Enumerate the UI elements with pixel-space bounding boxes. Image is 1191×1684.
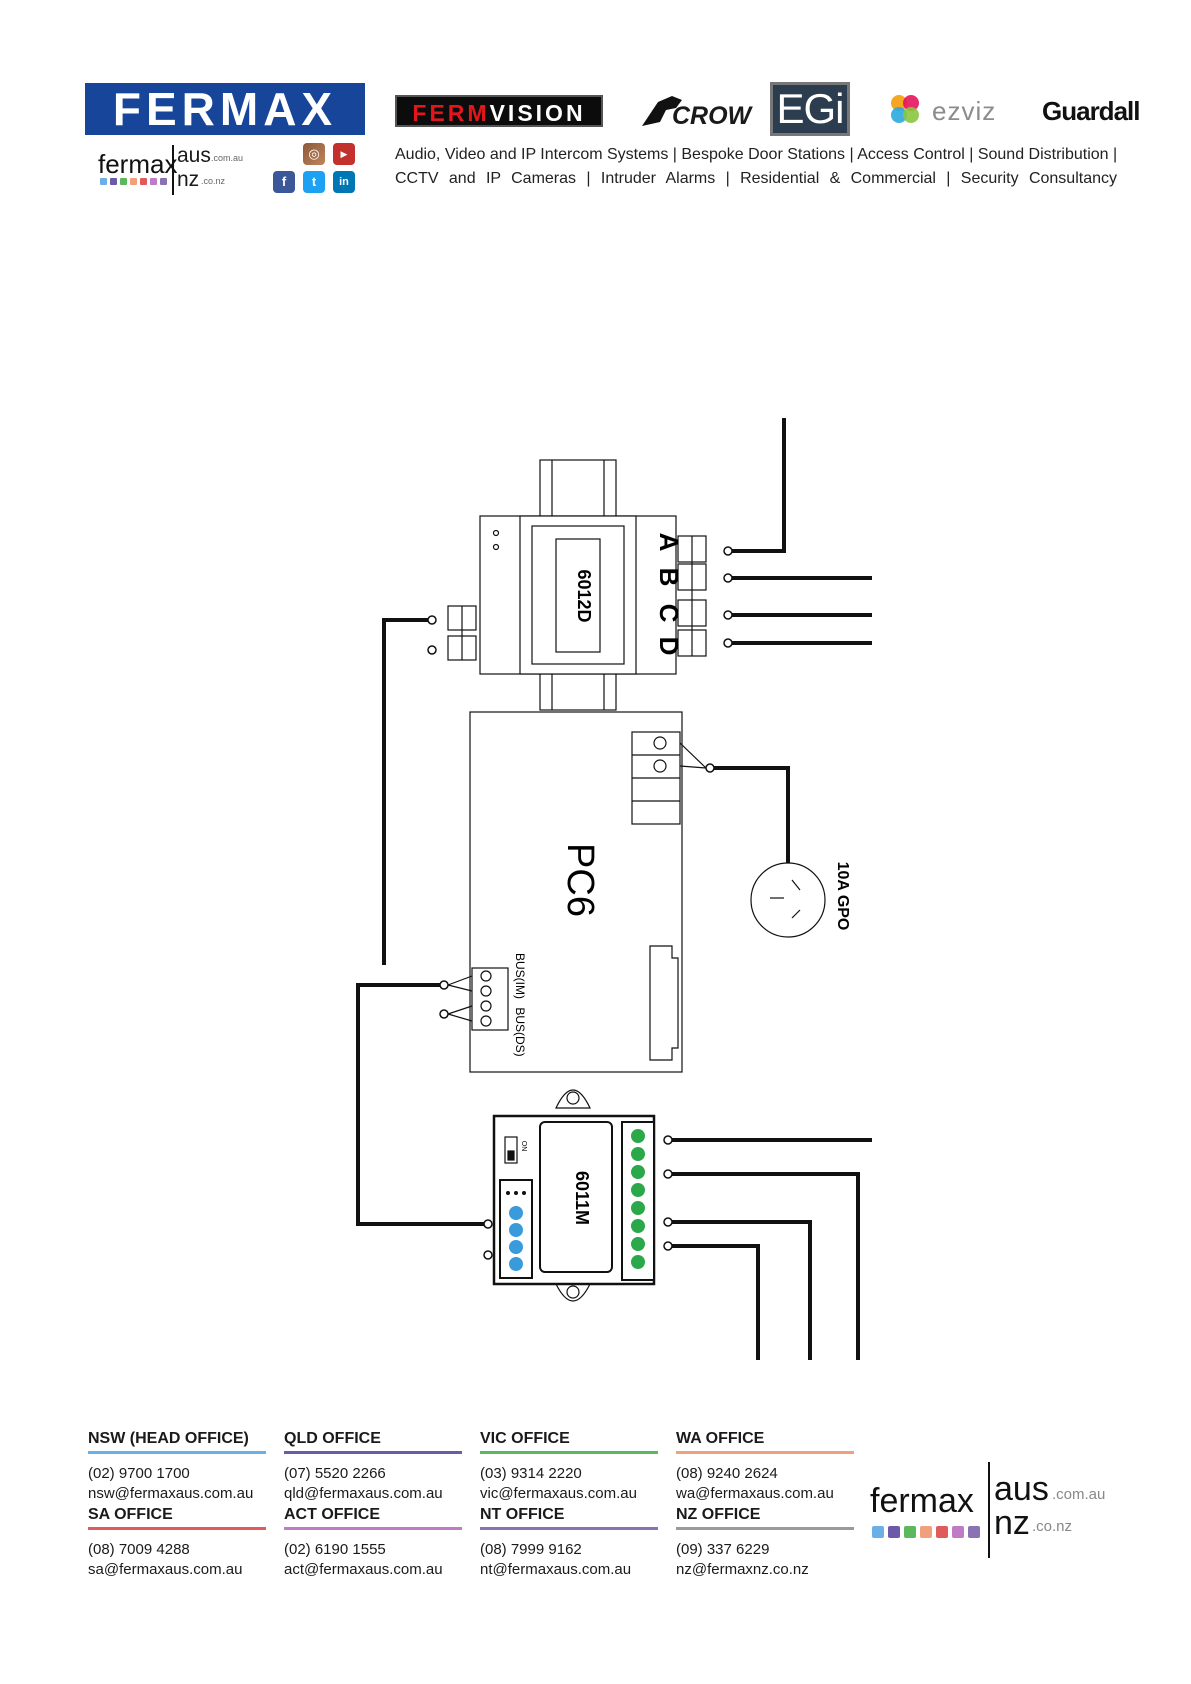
office-rule [88, 1527, 266, 1530]
office-wa: WA OFFICE (08) 9240 2624 wa@fermaxaus.co… [676, 1430, 854, 1504]
fermaxaus-mini-logo: fermax aus .com.au nz .co.nz [98, 144, 258, 195]
footer-brand-aus: aus [994, 1470, 1049, 1508]
office-phone[interactable]: (09) 337 6229 [676, 1541, 770, 1558]
terminal-b-label: B [654, 568, 684, 587]
office-email[interactable]: nz@fermaxnz.co.nz [676, 1561, 809, 1578]
office-act: ACT OFFICE (02) 6190 1555 act@fermaxaus.… [284, 1506, 462, 1580]
footer-brand-nz: nz [994, 1504, 1030, 1542]
crow-logo-text: CROW [672, 102, 752, 130]
fermax-logo: FERMAX [85, 83, 365, 135]
office-email[interactable]: nsw@fermaxaus.com.au [88, 1485, 254, 1502]
office-phone[interactable]: (02) 6190 1555 [284, 1541, 386, 1558]
egi-logo: EGi [770, 82, 850, 136]
fermaxaus-footer-logo: fermax aus .com.au nz .co.nz [870, 1462, 1120, 1562]
guardall-logo: Guardall [1042, 96, 1140, 126]
office-rule [480, 1527, 658, 1530]
module-6012d [447, 515, 707, 675]
office-name: NZ OFFICE [676, 1506, 761, 1523]
office-phone[interactable]: (02) 9700 1700 [88, 1465, 190, 1482]
office-name: QLD OFFICE [284, 1430, 381, 1447]
office-phone[interactable]: (03) 9314 2220 [480, 1465, 582, 1482]
fermvision-logo-ferm: FERM [412, 100, 490, 126]
office-phone[interactable]: (08) 7999 9162 [480, 1541, 582, 1558]
gpo-label: 10A GPO [834, 862, 851, 931]
office-rule [480, 1451, 658, 1454]
fermvision-logo: FERMVISION [395, 95, 603, 127]
office-qld: QLD OFFICE (07) 5520 2266 qld@fermaxaus.… [284, 1430, 462, 1504]
footer-brand-nz-tld: .co.nz [1032, 1518, 1073, 1535]
office-name: ACT OFFICE [284, 1506, 380, 1523]
bus-im-label: BUS(IM) [513, 953, 527, 999]
office-name: WA OFFICE [676, 1430, 765, 1447]
mini-brand-word: fermax [98, 149, 178, 179]
tagline-line-1: Audio, Video and IP Intercom Systems | B… [395, 146, 1118, 163]
footer-brand-aus-tld: .com.au [1052, 1486, 1106, 1503]
footer-brand-word: fermax [870, 1482, 974, 1520]
ezviz-flower-icon [888, 92, 922, 126]
office-name: NSW (HEAD OFFICE) [88, 1430, 249, 1447]
office-rule [676, 1527, 854, 1530]
terminal-d-label: D [654, 637, 684, 656]
twitter-icon[interactable]: t [303, 171, 325, 193]
fermvision-logo-vision: VISION [489, 100, 586, 126]
module-6011m-terminals [506, 1129, 645, 1271]
youtube-icon[interactable]: ▶ [333, 143, 355, 165]
power-supply-label: PC6 [559, 843, 601, 917]
facebook-icon[interactable]: f [273, 171, 295, 193]
mini-brand-aus: aus [177, 144, 211, 167]
gpo-outlet [750, 862, 826, 938]
mini-brand-divider [172, 145, 174, 195]
module-6011m-label: 6011M [572, 1171, 592, 1225]
wires [356, 418, 872, 1360]
mini-brand-nz-tld: .co.nz [201, 176, 226, 186]
tagline-line-2: CCTV and IP Cameras | Intruder Alarms | … [395, 170, 1117, 187]
office-name: SA OFFICE [88, 1506, 173, 1523]
office-email[interactable]: sa@fermaxaus.com.au [88, 1561, 243, 1578]
office-nsw: NSW (HEAD OFFICE) (02) 9700 1700 nsw@fer… [88, 1430, 266, 1504]
office-email[interactable]: qld@fermaxaus.com.au [284, 1485, 443, 1502]
linkedin-icon[interactable]: in [333, 171, 355, 193]
footer-brand-dots [872, 1526, 980, 1538]
office-phone[interactable]: (08) 9240 2624 [676, 1465, 778, 1482]
office-email[interactable]: vic@fermaxaus.com.au [480, 1485, 637, 1502]
office-name: VIC OFFICE [480, 1430, 570, 1447]
office-rule [284, 1527, 462, 1530]
power-supply-pc6 [469, 711, 683, 1073]
office-phone[interactable]: (07) 5520 2266 [284, 1465, 386, 1482]
instagram-icon[interactable]: ◎ [303, 143, 325, 165]
office-nz: NZ OFFICE (09) 337 6229 nz@fermaxnz.co.n… [676, 1506, 854, 1580]
office-email[interactable]: act@fermaxaus.com.au [284, 1561, 443, 1578]
office-rule [284, 1451, 462, 1454]
office-name: NT OFFICE [480, 1506, 565, 1523]
wire-connectors [427, 546, 733, 1260]
terminal-a-label: A [654, 533, 684, 552]
bus-ds-label: BUS(DS) [513, 1007, 527, 1056]
crow-logo: CROW [638, 90, 752, 134]
mini-brand-nz: nz [177, 168, 200, 191]
mini-brand-aus-tld: .com.au [211, 153, 244, 163]
office-nt: NT OFFICE (08) 7999 9162 nt@fermaxaus.co… [480, 1506, 658, 1580]
terminal-c-label: C [654, 604, 684, 623]
office-email[interactable]: wa@fermaxaus.com.au [676, 1485, 834, 1502]
ezviz-logo-text: ezviz [932, 96, 997, 126]
footer-brand-divider [988, 1462, 990, 1558]
module-6012d-label: 6012D [574, 569, 594, 622]
office-rule [676, 1451, 854, 1454]
office-email[interactable]: nt@fermaxaus.com.au [480, 1561, 632, 1578]
mini-brand-dots [100, 178, 167, 185]
office-vic: VIC OFFICE (03) 9314 2220 vic@fermaxaus.… [480, 1430, 658, 1504]
dip-switch-on-label: ON [520, 1141, 527, 1152]
crow-bird-icon [642, 96, 682, 126]
office-rule [88, 1451, 266, 1454]
office-phone[interactable]: (08) 7009 4288 [88, 1541, 190, 1558]
office-sa: SA OFFICE (08) 7009 4288 sa@fermaxaus.co… [88, 1506, 266, 1580]
